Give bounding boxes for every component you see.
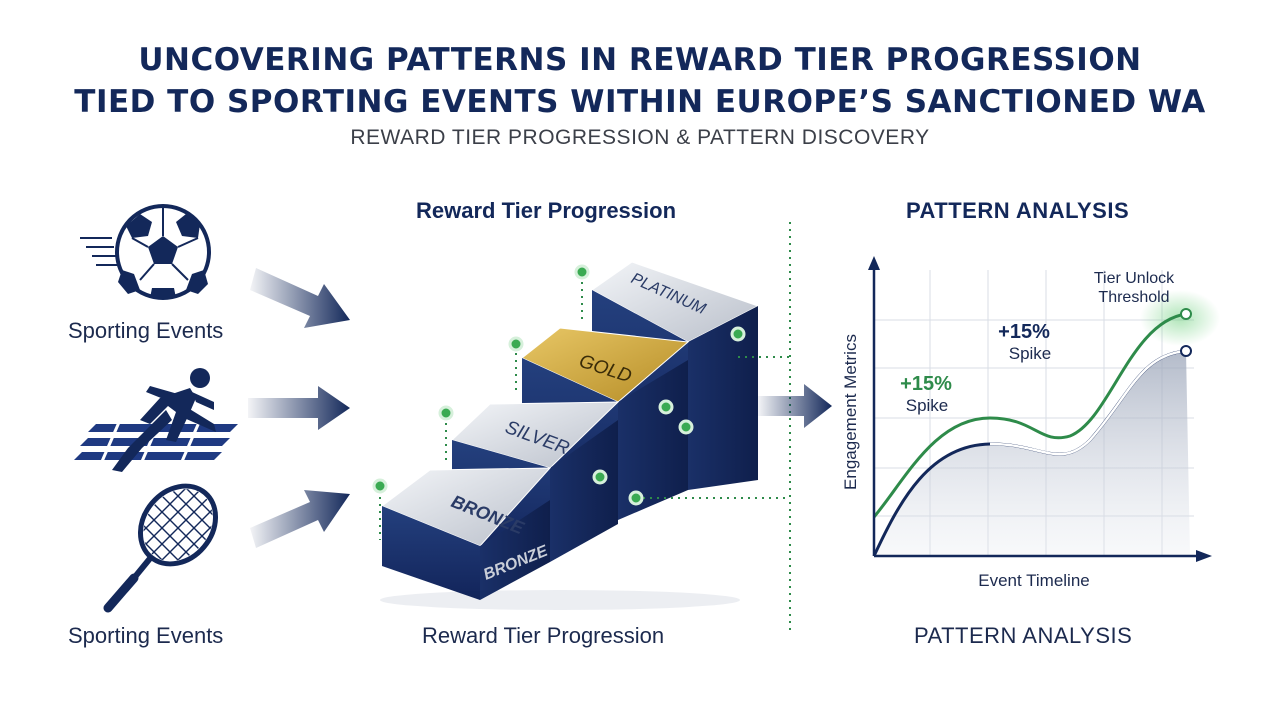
spike2-value: +15% <box>998 321 1050 343</box>
footer-reward-tier: Reward Tier Progression <box>422 623 665 648</box>
arrow-events-middle <box>248 386 350 430</box>
heading-reward-tier: Reward Tier Progression <box>416 198 677 223</box>
chart-point-end <box>1180 345 1192 357</box>
threshold-glow <box>1140 290 1220 346</box>
heading-pattern-analysis: PATTERN ANALYSIS <box>906 198 1130 223</box>
arrow-to-analysis <box>758 384 832 428</box>
spike2-label: Spike <box>1009 344 1052 363</box>
label-sporting-events-bottom: Sporting Events <box>68 623 224 648</box>
arrow-events-top <box>250 268 350 328</box>
chart-line-green <box>872 312 1187 518</box>
title-line-2: TIED TO SPORTING EVENTS WITHIN EUROPE’S … <box>74 84 1206 120</box>
spike1-label: Spike <box>906 396 949 415</box>
x-axis-arrowhead <box>1196 550 1212 562</box>
x-axis-label: Event Timeline <box>978 571 1090 590</box>
soccer-ball-icon <box>80 204 211 300</box>
tier-connectors <box>379 222 791 630</box>
pattern-chart <box>868 256 1220 562</box>
label-sporting-events-top: Sporting Events <box>68 318 224 343</box>
y-axis-label: Engagement Metrics <box>841 334 860 490</box>
spike1-value: +15% <box>900 373 952 395</box>
tier-staircase <box>380 261 760 610</box>
subtitle: REWARD TIER PROGRESSION & PATTERN DISCOV… <box>350 126 930 149</box>
arrow-events-bottom <box>250 490 350 548</box>
chart-point-threshold <box>1180 308 1192 320</box>
title-line-1: UNCOVERING PATTERNS IN REWARD TIER PROGR… <box>138 42 1142 78</box>
y-axis-arrowhead <box>868 256 880 270</box>
chart-area <box>874 351 1190 556</box>
chart-line-white <box>989 349 1187 456</box>
annotation-threshold-line2: Threshold <box>1098 289 1169 306</box>
footer-pattern-analysis: PATTERN ANALYSIS <box>914 623 1133 648</box>
sprinter-icon <box>74 368 238 472</box>
annotation-threshold-line1: Tier Unlock <box>1094 270 1175 287</box>
tier-markers <box>372 264 746 506</box>
tennis-racket-icon <box>103 475 227 613</box>
